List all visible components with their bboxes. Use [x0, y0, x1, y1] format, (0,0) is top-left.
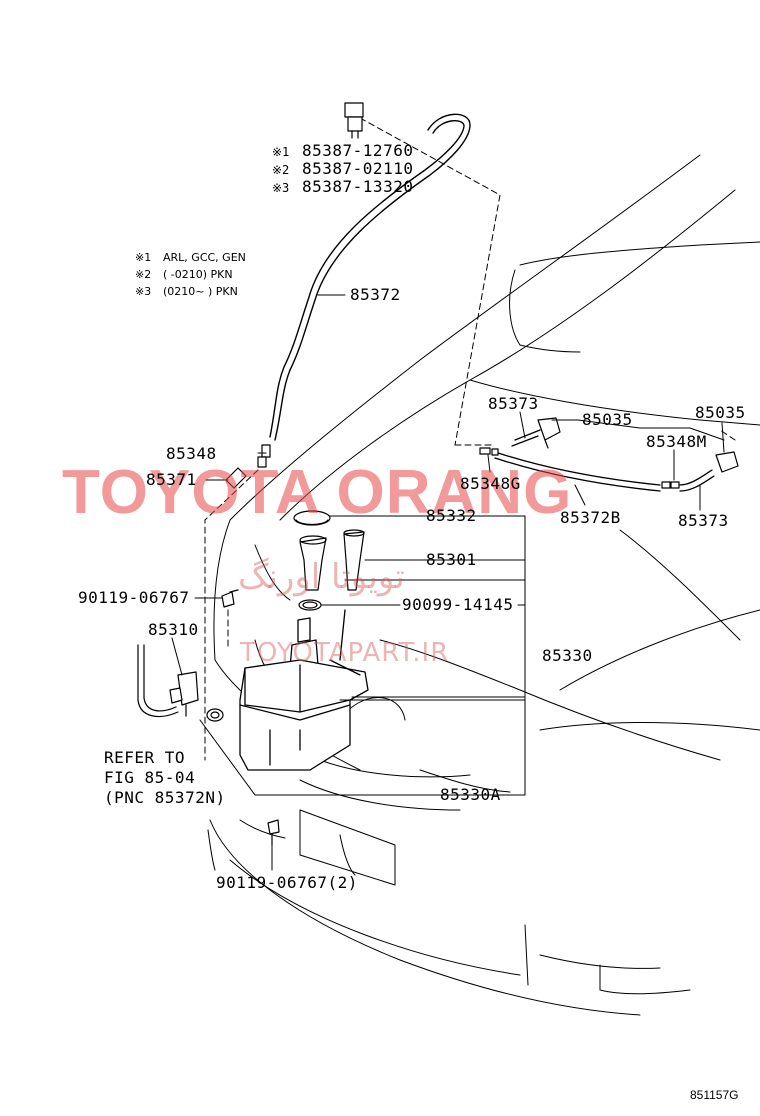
variant-part-1: 85387-12760 [302, 141, 414, 160]
bolt-upper [221, 589, 239, 608]
nozzle-top [344, 102, 364, 139]
pump-85310 [137, 644, 199, 718]
note-text-1: ARL, GCC, GEN [163, 251, 246, 264]
note-text-2: ( -0210) PKN [163, 268, 233, 281]
callout-85372b[interactable]: 85372B [560, 508, 621, 527]
right-washer-hoses [494, 429, 715, 492]
figure-code: 851157G [690, 1088, 739, 1102]
callout-90119-upper[interactable]: 90119-06767 [78, 588, 190, 607]
note-mark-3: ※3 [135, 285, 152, 298]
variant-mark-2: ※2 [272, 163, 290, 177]
callout-85372[interactable]: 85372 [350, 285, 401, 304]
filler-neck-85301 [299, 529, 365, 591]
note-mark-1: ※1 [135, 251, 152, 264]
dashed-leaders [204, 117, 736, 761]
callout-85310[interactable]: 85310 [148, 620, 199, 639]
car-body-outline [207, 154, 760, 1016]
joint-85348g [479, 447, 499, 456]
bolt-lower [267, 819, 280, 846]
variant-part-3: 85387-13320 [302, 177, 414, 196]
refer-line-2[interactable]: FIG 85-04 [104, 768, 196, 787]
callout-85035-right[interactable]: 85035 [695, 403, 746, 422]
hose-85372 [269, 113, 471, 441]
callout-85373-right[interactable]: 85373 [678, 511, 729, 530]
watermark-brand: TOYOTA ORANG [62, 458, 573, 527]
joint-85348m [661, 481, 680, 489]
callout-85348[interactable]: 85348 [166, 444, 217, 463]
refer-line-3: (PNC 85372N) [104, 788, 226, 807]
cap-85332 [293, 510, 331, 526]
callout-85348g[interactable]: 85348G [460, 474, 521, 493]
callout-85330[interactable]: 85330 [542, 646, 593, 665]
watermark-arabic: تويوتا اورنگ [238, 557, 405, 597]
callout-85330a[interactable]: 85330A [440, 785, 501, 804]
variant-part-2: 85387-02110 [302, 159, 414, 178]
watermark-site: TOYOTAPART.IR [240, 638, 450, 668]
oring-90099 [298, 599, 322, 611]
joint-85348 [257, 444, 271, 468]
callout-85332[interactable]: 85332 [426, 506, 477, 525]
grommet [206, 708, 224, 722]
leader-lines [171, 294, 725, 871]
callout-85035-left[interactable]: 85035 [582, 410, 633, 429]
refer-line-1: REFER TO [104, 748, 186, 767]
callout-85373-top[interactable]: 85373 [488, 394, 539, 413]
nozzle-right-1 [537, 417, 561, 449]
tank-85330 [239, 609, 369, 771]
callout-85348m[interactable]: 85348M [646, 432, 707, 451]
nozzle-right-2 [715, 451, 739, 473]
callout-90099-14145[interactable]: 90099-14145 [402, 595, 514, 614]
callout-85371[interactable]: 85371 [146, 470, 197, 489]
note-text-3: (0210~ ) PKN [163, 285, 238, 298]
note-mark-2: ※2 [135, 268, 152, 281]
callout-90119-lower[interactable]: 90119-06767(2) [216, 873, 358, 892]
variant-mark-3: ※3 [272, 181, 290, 195]
variant-mark-1: ※1 [272, 145, 290, 159]
callout-85301[interactable]: 85301 [426, 550, 477, 569]
hose-85371 [225, 467, 247, 489]
